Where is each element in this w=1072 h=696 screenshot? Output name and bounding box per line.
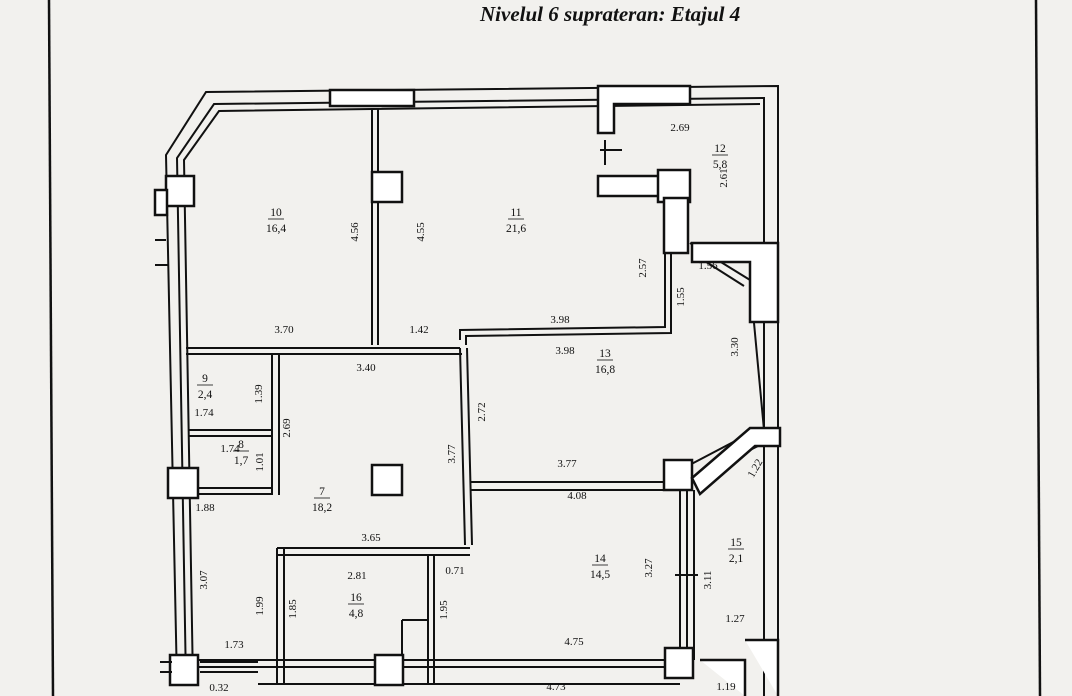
wall-9-bottom — [188, 429, 272, 437]
stub-south-east — [700, 638, 780, 696]
wall-h-345 — [186, 347, 462, 355]
dimension-label: 2.57 — [637, 258, 649, 278]
dimension-label: 4.08 — [567, 490, 587, 502]
dimension-label: 1.73 — [224, 639, 244, 651]
wall-16-right — [427, 555, 435, 684]
room-number-10: 10 — [270, 207, 282, 219]
room-number-15: 15 — [730, 537, 742, 549]
page-title: Nivelul 6 suprateran: Etajul 4 — [480, 2, 741, 26]
dimension-label: 1.01 — [254, 452, 266, 471]
column-12-lower — [662, 196, 690, 255]
wall-block-12-top — [596, 84, 692, 135]
stub-sw — [160, 661, 258, 673]
column-13-14 — [662, 458, 694, 492]
dimension-label: 3.98 — [550, 314, 570, 326]
column-west-1 — [164, 174, 196, 208]
dimension-label: 1.74 — [194, 407, 214, 419]
dimension-label: 2.72 — [476, 402, 488, 421]
room-number-11: 11 — [510, 207, 521, 219]
dimension-label: 0.71 — [445, 565, 464, 577]
room-area-12: 5,8 — [713, 159, 728, 171]
column-7 — [370, 463, 404, 497]
dimension-label: 1.42 — [409, 324, 428, 336]
dimension-label: 3.11 — [702, 571, 714, 590]
room-number-14: 14 — [594, 553, 606, 565]
window-top — [328, 88, 416, 108]
wall-10-11 — [371, 108, 379, 345]
room-number-13: 13 — [599, 348, 611, 360]
sheet-border-right — [1034, 0, 1042, 696]
dimension-label: 4.75 — [564, 636, 584, 648]
column-south-2 — [663, 646, 695, 680]
dimension-label: 1.55 — [675, 287, 687, 307]
door-16 — [401, 619, 428, 684]
opening-ticks — [600, 140, 698, 576]
wall-16-left — [276, 548, 285, 684]
room-area-10: 16,4 — [266, 223, 286, 235]
dimension-label: 1.88 — [195, 502, 215, 514]
room-area-16: 4,8 — [349, 608, 364, 620]
wall-block-east — [690, 241, 780, 324]
column-south-1 — [373, 653, 405, 687]
dimension-label: 4.56 — [349, 222, 361, 242]
column-west-2 — [166, 466, 200, 500]
wall-block-12-mid — [596, 174, 666, 198]
column-10-11 — [370, 170, 404, 204]
dimension-label: 1.74 — [220, 443, 240, 455]
wall-diagonal-block — [690, 426, 782, 497]
dimension-label: 1.19 — [716, 681, 736, 693]
dimension-label: 2.69 — [281, 418, 293, 438]
wall-bottom — [188, 659, 680, 685]
dimension-label: 1.27 — [725, 613, 745, 625]
dimension-label: 3.07 — [198, 570, 210, 590]
dimension-label: 3.27 — [643, 558, 655, 578]
dimension-label: 1.95 — [438, 600, 450, 620]
dimension-label: 3.70 — [274, 324, 294, 336]
dimension-label: 3.77 — [557, 458, 577, 470]
dimension-label: 3.65 — [361, 532, 381, 544]
dimension-label: 3.98 — [555, 345, 575, 357]
wall-13-14 — [470, 481, 665, 491]
outer-wall-inner-line-2 — [182, 103, 761, 685]
wall-7-13 — [459, 347, 473, 546]
room-area-7: 18,2 — [312, 502, 332, 514]
dimension-label: 2.69 — [670, 122, 690, 134]
column-12 — [656, 168, 692, 204]
dimension-label: 2.61 — [718, 168, 730, 187]
room-area-9: 2,4 — [198, 389, 213, 401]
dimension-label: 3.40 — [356, 362, 376, 374]
dimension-label: 0.32 — [209, 682, 228, 694]
wall-7-16 — [277, 547, 470, 556]
dimension-label: 3.77 — [446, 444, 458, 464]
room-area-11: 21,6 — [506, 223, 526, 235]
room-number-16: 16 — [350, 592, 362, 604]
dimension-label: 4.73 — [546, 681, 566, 693]
dimension-label: 1.22 — [745, 457, 765, 480]
room-number-8: 8 — [238, 439, 244, 451]
room-number-7: 7 — [319, 486, 325, 498]
room-area-8: 1,7 — [234, 455, 249, 467]
dimension-label: 2.81 — [347, 570, 366, 582]
wall-step-11-13 — [459, 200, 672, 345]
sheet-border-left — [47, 0, 55, 696]
dimension-label: 1.85 — [287, 599, 299, 619]
dimension-label: 1.99 — [254, 596, 266, 616]
room-area-14: 14,5 — [590, 569, 610, 581]
room-area-13: 16,8 — [595, 364, 615, 376]
stub-west — [155, 239, 168, 266]
dimension-label: 1.56 — [698, 260, 718, 272]
dimension-label: 3.30 — [729, 337, 741, 357]
dimension-label: 1.39 — [253, 384, 265, 404]
stair-wall-left — [153, 188, 169, 217]
wall-9-8-right — [271, 354, 280, 495]
column-sw — [168, 653, 200, 687]
room-area-15: 2,1 — [729, 553, 744, 565]
room-number-12: 12 — [714, 143, 726, 155]
room-number-9: 9 — [202, 373, 208, 385]
wall-8-bottom — [188, 487, 272, 495]
dimension-label: 4.55 — [415, 222, 427, 242]
